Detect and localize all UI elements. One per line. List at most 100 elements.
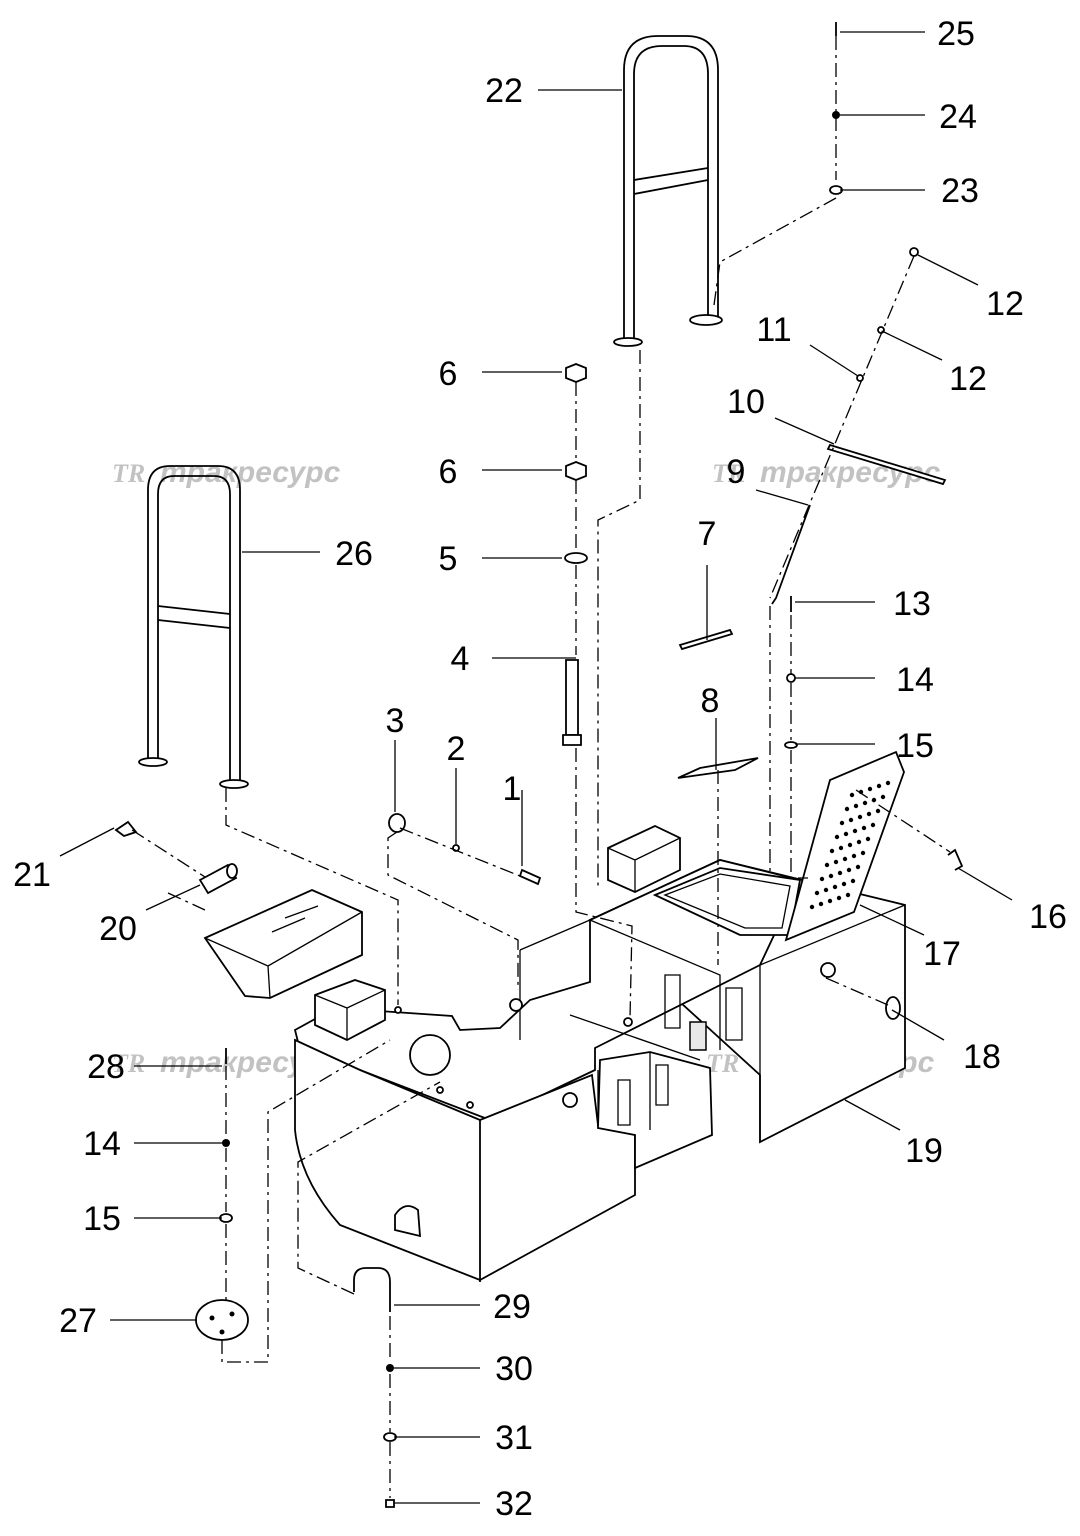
callout-20: 20 [99,910,137,948]
perforation-hole [841,881,847,887]
leader-lines [59,31,1013,1504]
perforation-hole [852,828,858,834]
callout-29: 29 [493,1288,531,1326]
callout-18: 18 [963,1038,1001,1076]
perforation-hole [857,814,863,820]
pin-11 [856,374,864,382]
watermark-text: тракресурс [160,456,341,489]
handrail-22 [613,35,723,347]
watermark-logo: TR [112,459,145,488]
washer-14 [786,673,796,683]
perforation-hole [848,817,854,823]
callout-6-lower: 6 [439,453,458,491]
clip-21 [114,820,138,838]
perforation-hole [843,831,849,837]
callout-21: 21 [13,856,51,894]
cover-box-right [607,825,681,893]
perforation-hole [846,867,852,873]
callout-23: 23 [941,172,979,210]
perforation-hole [827,898,833,904]
callout-labels: 1 2 3 4 5 6 6 7 8 9 10 11 12 12 13 14 15… [13,15,1067,1523]
perforation-hole [832,884,838,890]
callout-28: 28 [87,1048,125,1086]
callout-10: 10 [727,383,765,421]
perforation-hole [818,901,824,907]
disk-27 [195,1299,249,1341]
perforation-hole [850,878,856,884]
perforation-hole [845,892,851,898]
pipe-4 [562,659,582,746]
perforation-hole [842,856,848,862]
main-frame-19 [293,859,906,1282]
washer-5 [564,552,588,564]
perforation-hole [837,870,843,876]
callout-4: 4 [451,640,470,678]
perforation-hole [875,808,881,814]
pin-12-upper [909,247,919,257]
bolt-1 [518,868,542,886]
pin-12-lower [877,326,885,334]
roller-20 [198,863,238,895]
callout-16: 16 [1029,898,1067,936]
callout-11: 11 [756,311,791,349]
perforated-plate-17 [784,750,905,942]
strip-7 [678,628,734,651]
perforation-hole [834,834,840,840]
perforation-hole [844,806,850,812]
perforation-hole [870,822,876,828]
callout-2: 2 [447,730,466,768]
ubolt-29 [353,1267,391,1312]
washer-24 [832,111,840,119]
perforation-hole [867,786,873,792]
washer-15 [784,741,798,749]
perforation-hole [876,783,882,789]
callout-3: 3 [386,702,405,740]
callout-12-lower: 12 [949,360,987,398]
callout-27: 27 [59,1302,97,1340]
perforation-hole [828,873,834,879]
perforation-hole [823,887,829,893]
perforation-hole [851,853,857,859]
watermark-logo: TR [712,459,745,488]
perforation-hole [809,904,815,910]
plate-8 [677,757,759,779]
watermark-1: TR тракресурс [112,456,341,489]
callout-14-right: 14 [896,661,934,699]
perforation-hole [855,864,861,870]
callout-26: 26 [335,535,373,573]
callout-8: 8 [701,682,720,720]
callout-30: 30 [495,1350,533,1388]
rod-9 [771,504,811,605]
perforation-hole [860,850,866,856]
cover-box-left [314,979,386,1042]
perforation-hole [866,811,872,817]
nut-6-lower [565,461,587,481]
callout-12-top: 12 [986,285,1024,323]
perforation-hole [853,803,859,809]
perforation-hole [880,794,886,800]
perforation-hole [814,890,820,896]
strip-10 [826,443,947,486]
callout-15-left: 15 [83,1200,121,1238]
nut-6-top [565,363,587,383]
callout-13: 13 [893,585,931,623]
callout-22: 22 [485,72,523,110]
callout-14-left: 14 [83,1125,121,1163]
perforation-hole [839,820,845,826]
clip-16 [947,848,964,871]
perforation-hole [862,800,868,806]
callout-31: 31 [495,1419,533,1457]
washer-30 [386,1364,394,1372]
callout-9: 9 [727,453,746,491]
tray [203,889,363,999]
handrail-26 [138,465,249,789]
perforation-hole [849,792,855,798]
watermark-logo: TR [112,1049,145,1078]
perforation-hole [836,895,842,901]
callout-32: 32 [495,1485,533,1523]
callout-7: 7 [698,515,717,553]
perforation-hole [819,876,825,882]
callout-25: 25 [937,15,975,53]
